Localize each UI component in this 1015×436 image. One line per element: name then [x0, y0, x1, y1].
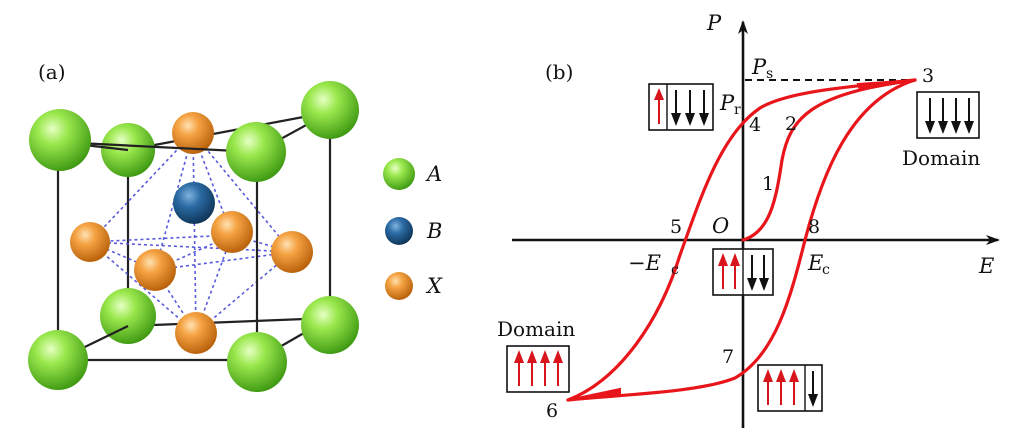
arrow-down-icon: [759, 255, 769, 291]
pr-subscript: r: [734, 102, 741, 118]
legend-blue-sphere-icon: [385, 217, 413, 245]
legend-label-a: A: [425, 162, 442, 186]
sphere-a-front-top-left: [29, 109, 91, 171]
domain-box-bottom-left: [506, 345, 570, 393]
legend-orange-sphere-icon: [385, 272, 413, 300]
legend-label-b: B: [426, 219, 442, 243]
arrow-up-icon: [763, 369, 773, 405]
arrow-down-icon: [699, 90, 709, 126]
ps-subscript: s: [766, 66, 773, 82]
sphere-a-back-bottom-right: [301, 296, 359, 354]
panel-b-label: (b): [545, 60, 573, 84]
legend-label-x: X: [425, 274, 443, 298]
neg-ec-subscript: c: [671, 262, 679, 278]
point-5: 5: [670, 216, 682, 238]
pos-ec-label: E: [807, 251, 823, 275]
sphere-x-front: [134, 249, 176, 291]
sphere-x-back: [211, 211, 253, 253]
arrow-up-icon: [654, 88, 664, 124]
arrow-up-icon: [540, 350, 550, 386]
point-4: 4: [749, 114, 761, 136]
domain-box-bottom-right: [757, 364, 823, 412]
sphere-a-front-bottom-left: [28, 330, 88, 390]
point-8: 8: [808, 216, 820, 238]
arrow-down-icon: [964, 98, 974, 134]
arrow-up-icon: [730, 253, 740, 289]
panel-b: (b) P E P s P r O −E c E c 1 2 3 4 5 6: [497, 11, 1000, 428]
ps-label: P: [751, 55, 767, 79]
sphere-a-back-bottom-left: [100, 288, 156, 344]
arrow-down-icon: [671, 90, 681, 126]
e-axis-label: E: [978, 254, 994, 278]
domain-box-top-right: [916, 91, 980, 139]
sphere-a-front-bottom-right: [227, 332, 287, 392]
panel-a-label: (a): [38, 60, 66, 84]
arrow-down-icon: [685, 90, 695, 126]
panel-a: (a): [28, 60, 443, 392]
point-7: 7: [722, 346, 734, 368]
arrow-down-icon: [808, 371, 818, 407]
sphere-a-front-top-right: [226, 122, 286, 182]
arrow-down-icon: [747, 255, 757, 291]
arrow-down-icon: [925, 98, 935, 134]
domain-label-left: Domain: [497, 317, 575, 341]
domain-box-center: [712, 248, 774, 296]
point-3: 3: [922, 65, 934, 87]
sphere-x-top: [172, 112, 214, 154]
point-2: 2: [785, 113, 797, 135]
saturation-tip-neg: [567, 387, 621, 401]
descending-branch: [566, 78, 917, 402]
ascending-branch: [566, 78, 917, 402]
atom-legend: A B X: [383, 158, 443, 300]
point-6: 6: [546, 400, 558, 422]
p-axis-label: P: [706, 11, 722, 35]
hysteresis-loop: [566, 78, 917, 402]
saturation-tip: [856, 79, 916, 92]
pos-ec-subscript: c: [822, 262, 830, 278]
sphere-x-bottom: [175, 312, 217, 354]
legend-green-sphere-icon: [383, 158, 415, 190]
sphere-x-right: [271, 231, 313, 273]
neg-ec-label: −E: [628, 251, 661, 275]
sphere-a-back-top-right: [301, 81, 359, 139]
arrow-up-icon: [527, 350, 537, 386]
point-1: 1: [762, 173, 774, 195]
sphere-x-left: [70, 222, 110, 262]
arrow-down-icon: [938, 98, 948, 134]
origin-label: O: [712, 214, 729, 238]
arrow-up-icon: [514, 350, 524, 386]
sphere-b-center: [173, 182, 215, 224]
arrow-up-icon: [789, 369, 799, 405]
domain-box-top-left: [648, 83, 714, 131]
pr-label: P: [719, 91, 735, 115]
arrow-up-icon: [776, 369, 786, 405]
arrow-down-icon: [951, 98, 961, 134]
arrow-up-icon: [553, 350, 563, 386]
initial-curve: [741, 78, 917, 242]
domain-label-right: Domain: [902, 146, 980, 170]
arrow-up-icon: [718, 253, 728, 289]
